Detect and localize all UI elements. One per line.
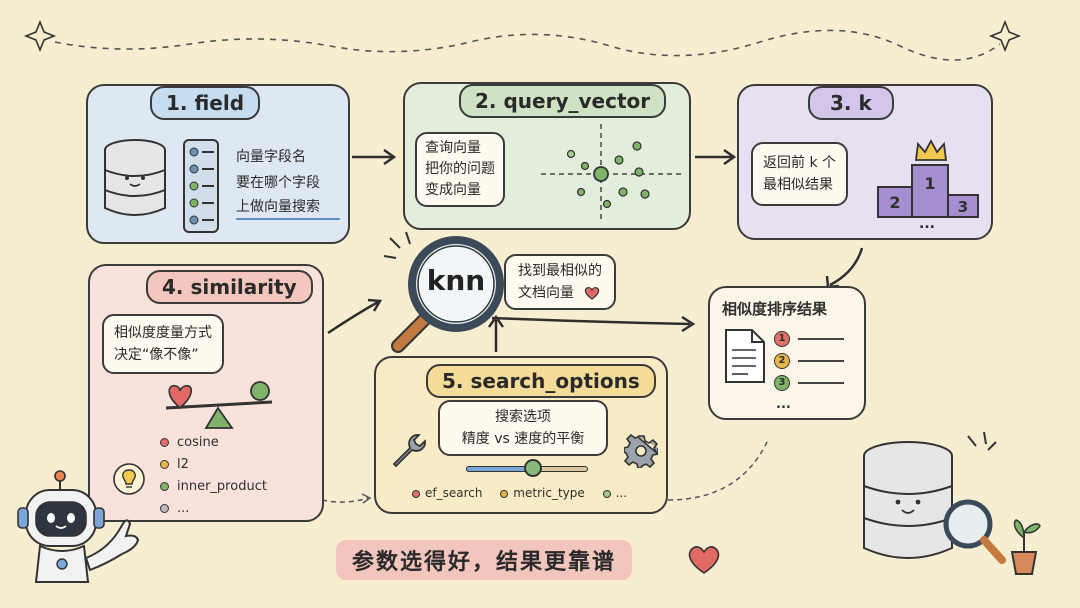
result-rank-row: 1 (774, 328, 844, 350)
podium-third: 3 (947, 194, 979, 218)
sparkle-icon (23, 19, 57, 53)
field-card-title: 1. field (150, 86, 261, 120)
crown-icon (914, 139, 948, 161)
field-desc-line-3: 上做向量搜索 (236, 199, 320, 215)
similarity-bubble: 相似度度量方式 决定“像不像” (102, 314, 224, 374)
search-options-bubble: 搜索选项 精度 vs 速度的平衡 (438, 400, 608, 456)
k-bubble: 返回前 k 个 最相似结果 (751, 142, 849, 206)
option-dot (160, 460, 169, 469)
podium-first: 1 (911, 164, 949, 218)
rank-line (798, 359, 844, 362)
document-icon (725, 329, 765, 383)
field-desc-line-1: 向量字段名 (236, 149, 306, 165)
database-search-icon (863, 431, 1041, 575)
search-options-card-title: 5. search_options (426, 364, 656, 398)
knn-bubble-line-1: 找到最相似的 (518, 263, 602, 279)
search-option: metric_type (500, 486, 585, 500)
heart-icon (688, 546, 720, 574)
option-dot (412, 489, 420, 498)
similarity-option: ... (160, 498, 267, 520)
sparkle-icon (988, 19, 1022, 53)
slogan-text: 参数选得好，结果更靠谱 (352, 550, 617, 575)
query-vector-bubble: 查询向量 把你的问题 变成向量 (415, 132, 505, 207)
knn-bubble-line-2: 文档向量 (518, 282, 602, 304)
search-option: ef_search (412, 486, 482, 500)
rank-badge: 2 (774, 352, 790, 369)
search-option: ... (602, 486, 628, 500)
knn-label: knn (426, 264, 486, 297)
similarity-options: cosine l2 inner_product ... (160, 432, 267, 520)
query-vector-bubble-line-2: 把你的问题 (425, 161, 495, 177)
lightbulb-icon (113, 463, 145, 495)
field-card: 向量字段名 要在哪个字段 上做向量搜索 (86, 84, 350, 244)
field-underline (236, 218, 340, 220)
slogan-banner: 参数选得好，结果更靠谱 (336, 540, 633, 580)
similarity-option: cosine (160, 432, 267, 454)
result-title: 相似度排序结果 (722, 300, 828, 318)
result-rank-list: 1 2 3 ... (774, 328, 844, 416)
database-icon (104, 139, 166, 216)
result-rank-row: 2 (774, 350, 844, 372)
magnifier-icon (383, 231, 504, 353)
query-vector-bubble-line-3: 变成向量 (425, 182, 481, 198)
similarity-card: 相似度度量方式 决定“像不像” cosine l2 inner_product … (88, 264, 324, 522)
search-option-label: metric_type (513, 486, 585, 500)
similarity-bubble-line-2: 决定“像不像” (114, 347, 199, 363)
query-vector-card-title: 2. query_vector (459, 84, 667, 118)
slider-knob[interactable] (524, 459, 543, 477)
option-dot (500, 489, 509, 498)
wrench-icon (392, 434, 426, 468)
gear-icon (624, 434, 658, 468)
k-bubble-line-1: 返回前 k 个 (763, 155, 837, 171)
rank-line (798, 381, 844, 384)
podium-second: 2 (877, 186, 913, 218)
k-card-title: 3. k (808, 86, 894, 120)
balance-scale-icon (165, 381, 273, 429)
similarity-card-title: 4. similarity (146, 270, 313, 304)
similarity-option-label: inner_product (177, 479, 267, 494)
option-dot (160, 504, 169, 513)
field-desc-line-2: 要在哪个字段 (236, 175, 320, 191)
search-options-slider[interactable] (466, 459, 588, 477)
heart-icon (585, 287, 600, 300)
result-more: ... (776, 397, 791, 412)
similarity-option-label: ... (177, 501, 190, 516)
search-options-bubble-line-2: 精度 vs 速度的平衡 (461, 431, 585, 447)
similarity-bubble-line-1: 相似度度量方式 (114, 325, 212, 341)
search-options-list: ef_search metric_type ... (412, 486, 627, 500)
query-vector-bubble-line-1: 查询向量 (425, 140, 481, 156)
similarity-option-label: l2 (177, 457, 189, 472)
field-list-icon (183, 139, 219, 233)
knn-bubble: 找到最相似的 文档向量 (504, 254, 616, 310)
similarity-option-label: cosine (177, 435, 219, 450)
rank-badge: 1 (774, 330, 790, 347)
rank-badge: 3 (774, 374, 790, 391)
rank-line (798, 337, 844, 340)
vector-space-plot-icon (541, 124, 681, 220)
option-dot (160, 438, 169, 447)
search-option-label: ef_search (425, 486, 483, 500)
similarity-option: l2 (160, 454, 267, 476)
similarity-option: inner_product (160, 476, 267, 498)
search-option-label: ... (615, 486, 628, 500)
k-bubble-line-2: 最相似结果 (763, 177, 833, 193)
k-more: ... (919, 216, 935, 232)
search-options-bubble-line-1: 搜索选项 (495, 409, 551, 425)
result-card: 相似度排序结果 1 2 3 ... (708, 286, 866, 420)
option-dot (160, 482, 169, 491)
result-rank-row: 3 (774, 372, 844, 394)
slider-fill (466, 466, 534, 472)
robot-mascot-icon (17, 470, 140, 583)
option-dot (602, 489, 611, 498)
knn-bubble-line-2-text: 文档向量 (518, 285, 574, 301)
